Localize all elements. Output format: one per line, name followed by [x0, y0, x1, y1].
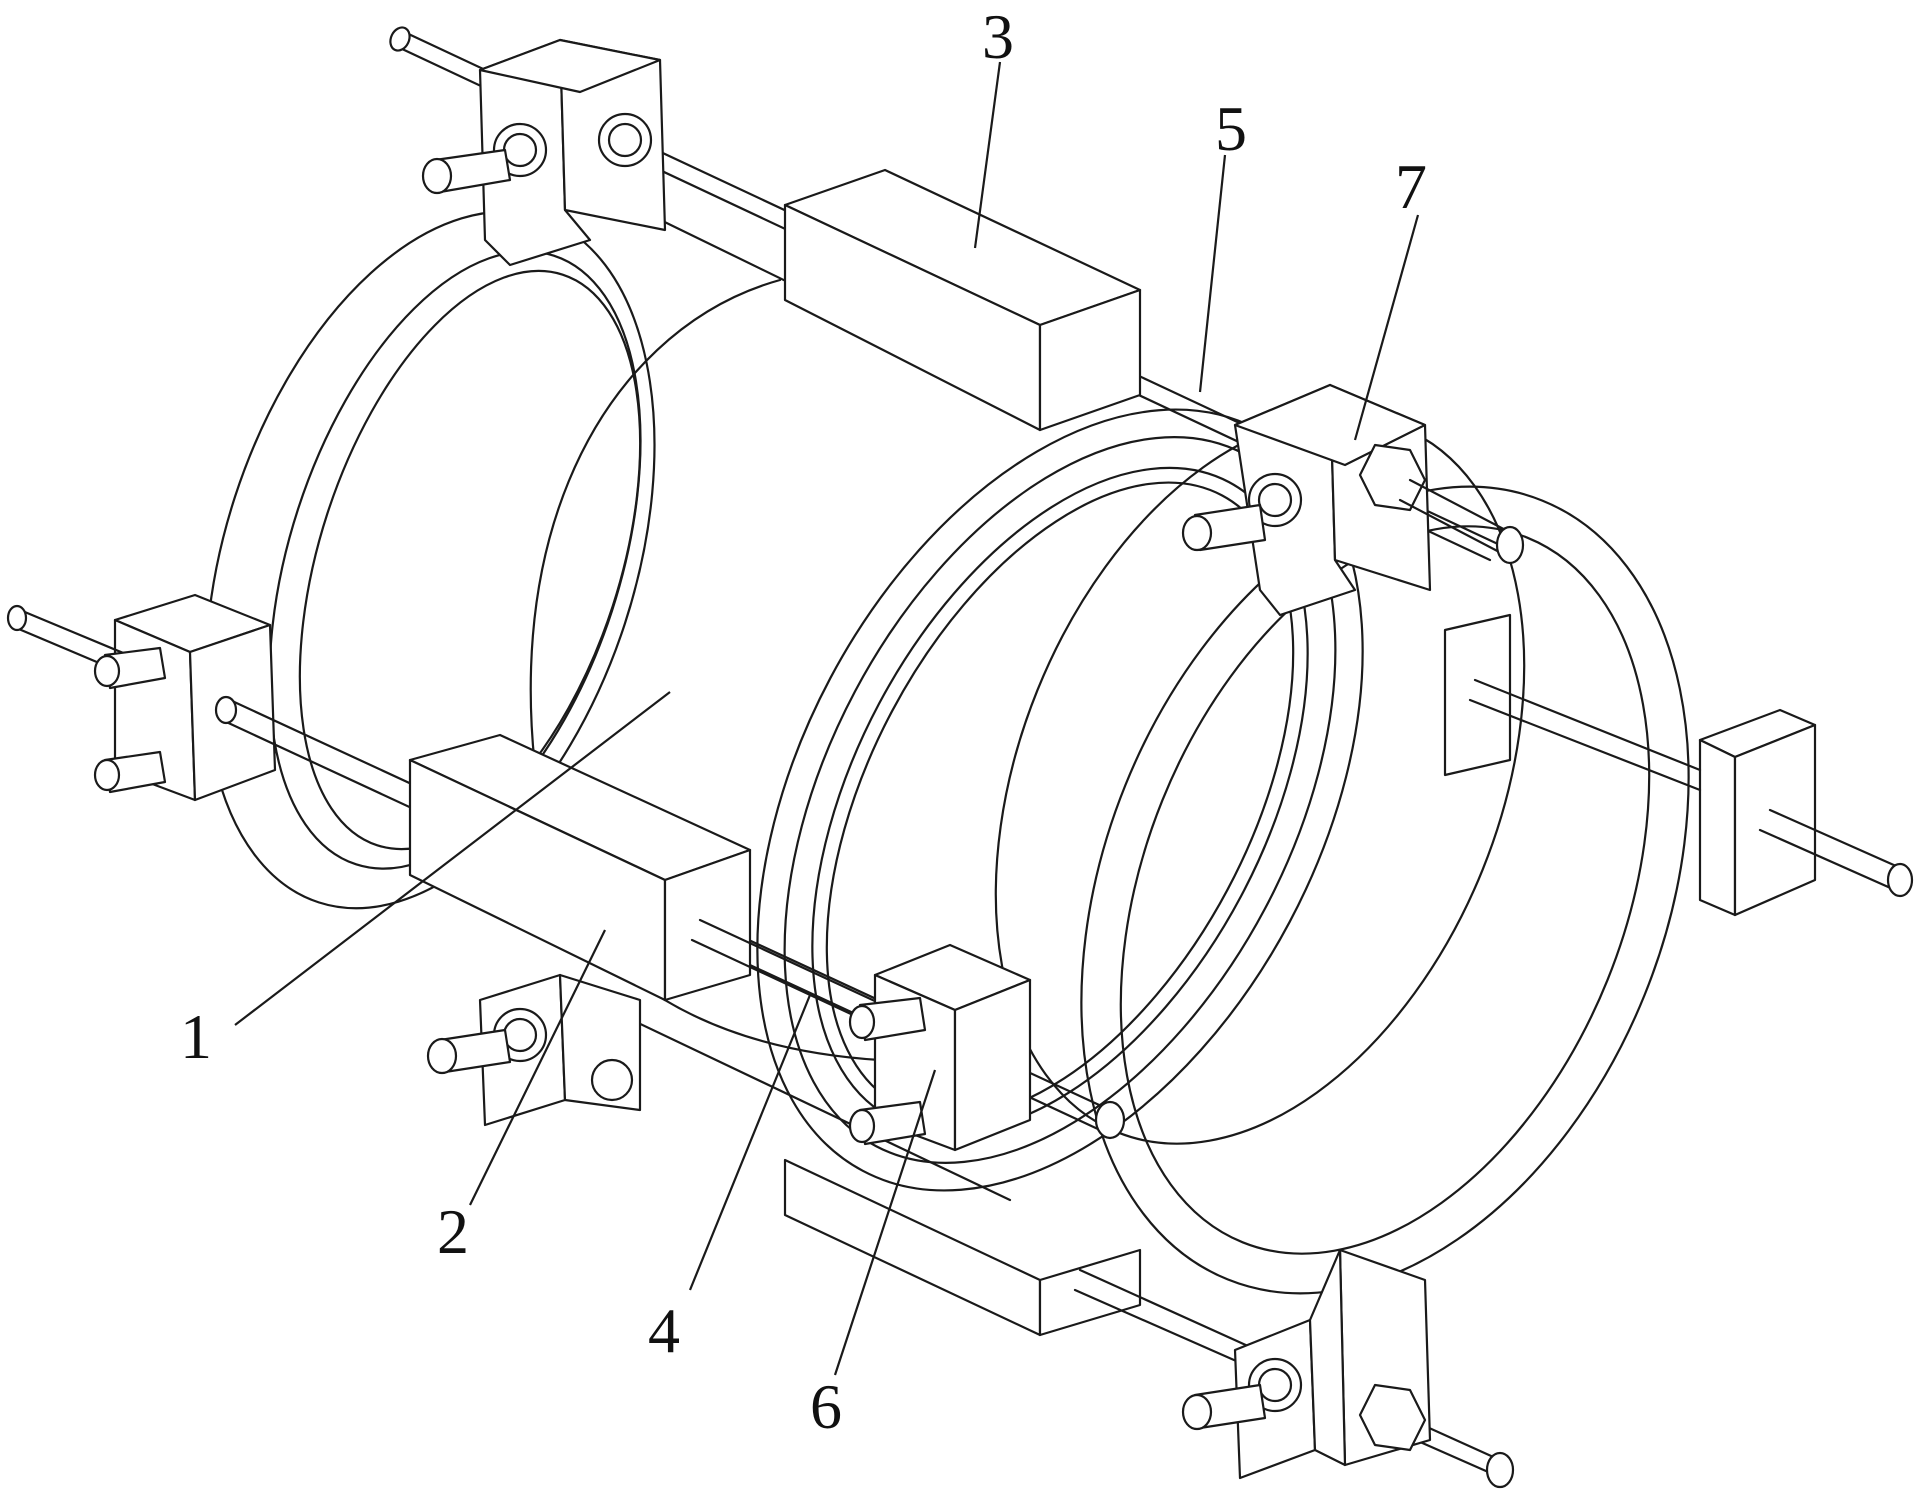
leader-1: [234, 691, 671, 1026]
left-clamp-block: [6, 593, 277, 802]
bottom-right-bracket: [1181, 1248, 1432, 1480]
leader-3: [973, 61, 1002, 249]
callout-2: 2: [437, 1196, 469, 1267]
callout-6: 6: [810, 1371, 842, 1442]
callout-1: 1: [180, 1001, 212, 1072]
callout-7: 7: [1395, 151, 1427, 222]
callout-4: 4: [648, 1295, 680, 1366]
right-far-clamp-block: [1443, 613, 1914, 917]
bottom-left-bracket: [426, 973, 642, 1127]
lower-block: [408, 733, 752, 1002]
callout-5: 5: [1215, 93, 1247, 164]
callout-leaders: [234, 61, 1420, 1376]
callout-3: 3: [982, 1, 1014, 72]
leader-7: [1353, 214, 1420, 441]
leader-5: [1198, 154, 1227, 393]
upper-block: [783, 168, 1142, 432]
leader-2: [469, 929, 606, 1206]
front-clamp-block: [848, 943, 1032, 1152]
leader-4: [688, 994, 812, 1291]
top-left-bracket: [421, 38, 667, 267]
callout-labels: 1 2 3 4 5 6 7: [180, 1, 1427, 1442]
leader-6: [833, 1069, 937, 1376]
